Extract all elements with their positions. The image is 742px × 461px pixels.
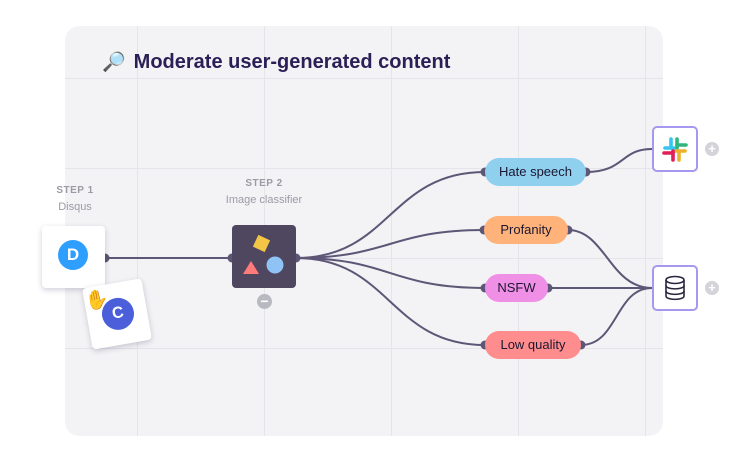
grab-cursor-icon: ✋ [83,288,111,313]
step-1-label: STEP 1 Disqus [40,185,110,213]
step-2-name: Image classifier [225,194,303,206]
step-2-label: STEP 2 Image classifier [210,178,318,206]
step-2-number: STEP 2 [245,178,283,189]
link-classifier-profanity [295,229,485,259]
category-low-quality[interactable]: Low quality [485,331,581,359]
link-classifier-low [295,257,486,346]
link-hate-slack [585,148,653,173]
page-title: 🔎 Moderate user-generated content [102,49,450,75]
magnifying-glass-icon: 🔎 [102,52,126,73]
remove-step-button[interactable]: − [257,294,272,309]
database-icon [665,275,685,301]
link-low-db [580,287,653,346]
link-classifier-nsfw [295,257,486,289]
link-classifier-hate [295,171,486,259]
step-1-number: STEP 1 [56,185,94,196]
disqus-logo: D [58,240,88,270]
add-output-button[interactable]: + [705,281,719,295]
slack-output-node[interactable] [652,126,698,172]
category-hate-speech[interactable]: Hate speech [485,158,586,186]
database-output-node[interactable] [652,265,698,311]
image-classifier-node[interactable] [232,225,296,288]
shapes-icon [243,234,284,274]
add-output-button[interactable]: + [705,142,719,156]
link-profanity-db [567,229,653,289]
title-text: Moderate user-generated content [133,50,451,73]
slack-icon [662,137,688,162]
step-1-name: Disqus [58,201,92,213]
category-profanity[interactable]: Profanity [484,216,568,244]
category-nsfw[interactable]: NSFW [485,274,548,302]
disqus-node[interactable]: D [42,226,105,288]
